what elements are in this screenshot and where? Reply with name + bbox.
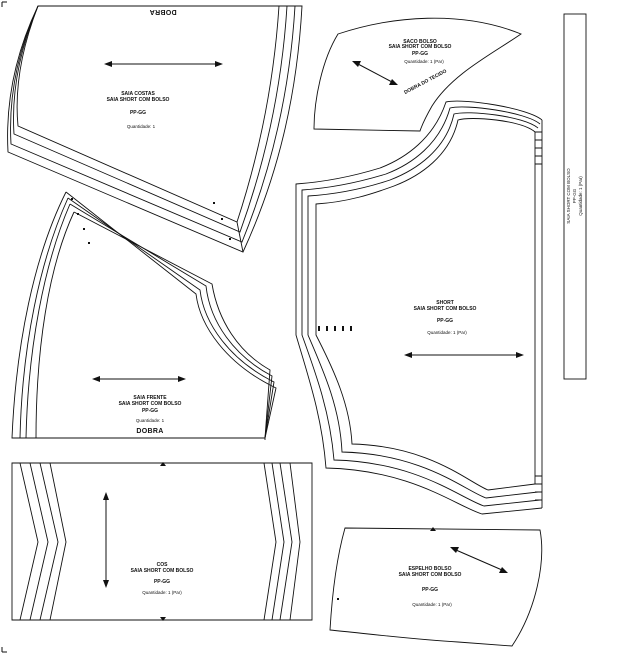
pocket-facing-sizes: PP-GG [422, 587, 438, 593]
back-fold-label: DOBRA [149, 8, 176, 15]
strip-model-name: SAIA SHORT COM BOLSO [566, 168, 571, 224]
grainline-arrow-pocket-facing [450, 547, 508, 573]
waistband-sizes: PP-GG [154, 579, 170, 585]
notch-marks-shorts [318, 326, 352, 331]
piece-waistband [11, 462, 313, 621]
pocket-bag-edge-note: DOBRA DO TECIDO [403, 68, 448, 96]
waistband-piece-name: COS [157, 562, 169, 568]
pocket-facing-model-name: SAIA SHORT COM BOLSO [399, 572, 462, 578]
pocket-bag-model-name: SAIA SHORT COM BOLSO [389, 44, 452, 50]
shorts-sizes: PP-GG [437, 318, 453, 324]
pocket-facing-piece-name: ESPELHO BOLSO [408, 566, 451, 572]
shorts-quantity: Quantidade: 1 (Par) [427, 330, 467, 335]
grainline-arrow-pocket-bag [352, 61, 398, 85]
notch-marks-back [213, 202, 231, 240]
pocket-bag-quantity: Quantidade: 1 (Par) [404, 59, 444, 64]
notch-marks-pocket-facing [337, 527, 436, 600]
grainline-arrow-front [92, 376, 186, 382]
front-model-name: SAIA SHORT COM BOLSO [119, 401, 182, 407]
front-piece-name: SAIA FRENTE [133, 395, 167, 401]
piece-shorts [295, 100, 543, 515]
shorts-piece-name: SHORT [436, 300, 454, 306]
piece-back-skirt [7, 5, 303, 253]
back-sizes: PP-GG [130, 110, 146, 116]
pocket-bag-piece-name: SACO BOLSO [403, 39, 437, 45]
front-quantity: Quantidade: 1 [136, 418, 165, 423]
strip-sizes: PP-GG [572, 188, 577, 203]
piece-pocket-facing [329, 527, 543, 647]
registration-marks [1, 1, 7, 653]
notch-marks-waistband [160, 462, 166, 621]
piece-pocket-bag [313, 17, 522, 132]
waistband-quantity: Quantidade: 1 (Par) [142, 590, 182, 595]
shorts-model-name: SAIA SHORT COM BOLSO [414, 306, 477, 312]
notch-marks-front [71, 198, 90, 244]
piece-front-skirt [11, 191, 277, 440]
grainline-arrow-shorts [404, 352, 524, 358]
pocket-facing-quantity: Quantidade: 1 (Par) [412, 602, 452, 607]
waistband-model-name: SAIA SHORT COM BOLSO [131, 568, 194, 574]
front-sizes: PP-GG [142, 408, 158, 414]
back-piece-name: SAIA COSTAS [121, 91, 155, 97]
grainline-arrow-back [104, 61, 223, 67]
back-quantity: Quantidade: 1 [127, 124, 156, 129]
piece-strip [563, 13, 587, 380]
grainline-arrow-waistband [103, 492, 109, 588]
back-model-name: SAIA SHORT COM BOLSO [107, 97, 170, 103]
front-fold-label: DOBRA [136, 428, 163, 435]
strip-quantity: Quantidade: 1 (Par) [578, 176, 583, 216]
pocket-bag-sizes: PP-GG [412, 51, 428, 57]
